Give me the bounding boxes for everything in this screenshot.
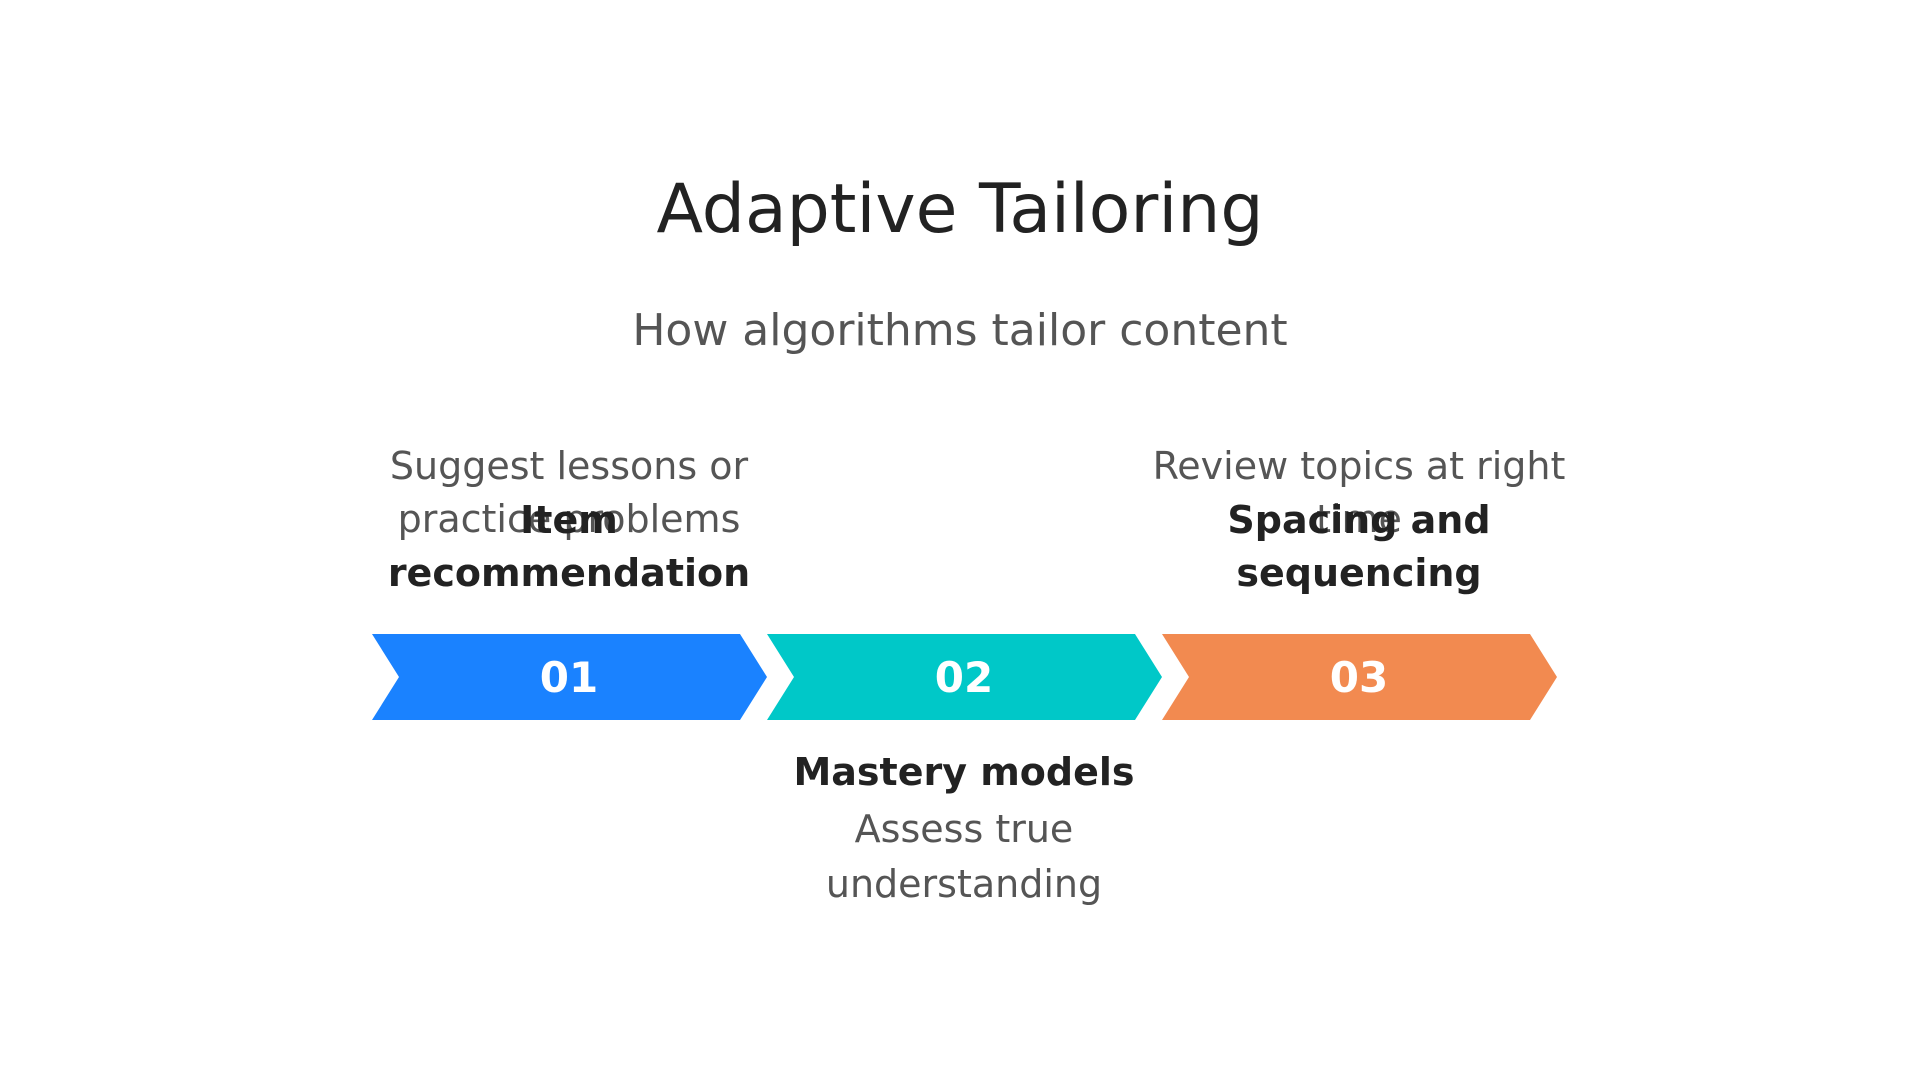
page-title: Adaptive Tailoring [656,170,1264,249]
step-arrow-1 [372,634,767,720]
step-description-3: Review topics at right time [1152,444,1566,541]
step-description-1: Suggest lessons or practice problems [389,444,749,541]
step-block-2: Mastery models Assess true understanding [754,746,1174,912]
step-number-1: 01 [540,653,598,702]
step-heading-2: Mastery models [793,750,1135,794]
step-arrow-2 [767,634,1162,720]
page-subtitle: How algorithms tailor content [632,305,1288,356]
step-number-2: 02 [935,653,993,702]
step-heading-1: Item recommendation [387,498,751,595]
step-arrow-3 [1162,634,1557,720]
step-heading-3: Spacing and sequencing [1227,498,1491,595]
step-description-2: Assess true understanding [825,807,1103,906]
step-number-3: 03 [1330,653,1388,702]
